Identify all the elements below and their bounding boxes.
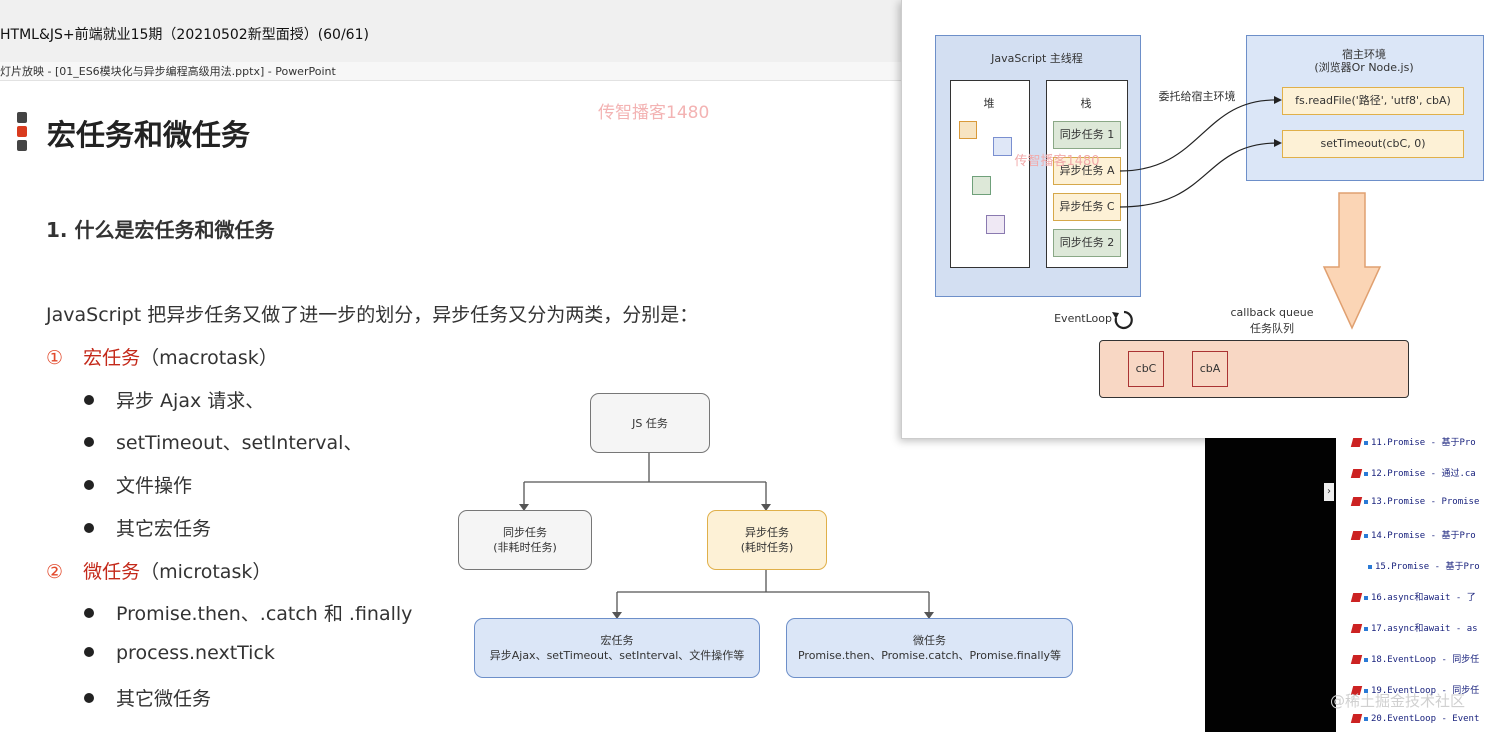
section-heading: 1. 什么是宏任务和微任务 bbox=[46, 218, 275, 242]
title-bar-marker bbox=[17, 112, 27, 123]
micro-number: ② bbox=[46, 561, 64, 583]
list-item[interactable]: 17.async和await - as bbox=[1350, 621, 1478, 634]
queue-item: cbC bbox=[1128, 351, 1164, 387]
heap-label: 堆 bbox=[983, 97, 995, 110]
list-item[interactable]: 20.EventLoop - Event bbox=[1350, 714, 1479, 724]
event-loop-popup[interactable]: JavaScript 主线程 堆 栈 同步任务 1 异步任务 A 异步任务 C … bbox=[901, 0, 1512, 439]
bullet-icon bbox=[84, 692, 94, 703]
title-bar-marker bbox=[17, 140, 27, 151]
list-item[interactable]: 12.Promise - 通过.ca bbox=[1350, 466, 1476, 479]
heap-object bbox=[959, 121, 977, 139]
macro-label: 宏任务 bbox=[83, 347, 141, 369]
host-title: 宿主环境 bbox=[1342, 48, 1386, 61]
bullet-icon bbox=[84, 479, 94, 490]
list-item[interactable]: 13.Promise - Promise bbox=[1350, 497, 1479, 507]
list-item[interactable]: 19.EventLoop - 同步任 bbox=[1350, 683, 1479, 696]
stack-item: 异步任务 C bbox=[1053, 193, 1121, 221]
tree-async: 异步任务(耗时任务) bbox=[707, 510, 827, 570]
micro-sub: （microtask） bbox=[140, 561, 272, 583]
list-item: 文件操作 bbox=[84, 471, 192, 498]
heap-object bbox=[986, 215, 1005, 234]
pencil-icon bbox=[1350, 497, 1363, 506]
list-item[interactable]: 16.async和await - 了 bbox=[1350, 590, 1476, 603]
delegate-label: 委托给宿主环境 bbox=[1158, 90, 1236, 103]
list-item: process.nextTick bbox=[84, 642, 275, 664]
intro-text: JavaScript 把异步任务又做了进一步的划分，异步任务又分为两类，分别是： bbox=[46, 304, 699, 326]
site-watermark: @稀土掘金技术社区 bbox=[1330, 692, 1466, 710]
down-arrow-icon bbox=[1322, 192, 1382, 330]
queue-title: callback queue bbox=[1230, 306, 1314, 319]
host-item: fs.readFile('路径', 'utf8', cbA) bbox=[1282, 87, 1464, 115]
window-subtitle-bar bbox=[0, 62, 905, 81]
list-item: Promise.then、.catch 和 .finally bbox=[84, 599, 412, 626]
pencil-icon bbox=[1350, 714, 1363, 723]
bullet-icon bbox=[84, 436, 94, 447]
list-item: 其它宏任务 bbox=[84, 514, 211, 541]
popup-watermark: 传智播客1480 bbox=[1014, 154, 1100, 169]
queue-item: cbA bbox=[1192, 351, 1228, 387]
pencil-icon bbox=[1350, 624, 1363, 633]
bullet-icon bbox=[84, 522, 94, 533]
list-item[interactable]: 14.Promise - 基于Pro bbox=[1350, 528, 1476, 541]
slide-title: 宏任务和微任务 bbox=[47, 118, 251, 152]
main-thread-title: JavaScript 主线程 bbox=[991, 52, 1083, 65]
heap-box bbox=[950, 80, 1030, 268]
micro-heading: ② 微任务（microtask） bbox=[46, 557, 271, 584]
collapse-handle-icon[interactable]: › bbox=[1324, 483, 1334, 501]
window-subtitle: 灯片放映 - [01_ES6模块化与异步编程高级用法.pptx] - Power… bbox=[0, 65, 336, 78]
pencil-icon bbox=[1350, 531, 1363, 540]
refresh-icon bbox=[1114, 310, 1133, 330]
host-item: setTimeout(cbC, 0) bbox=[1282, 130, 1464, 158]
list-item[interactable]: 15.Promise - 基于Pro bbox=[1368, 559, 1480, 572]
window-title: HTML&JS+前端就业15期（20210502新型面授）(60/61) bbox=[0, 27, 369, 43]
stack-item: 同步任务 1 bbox=[1053, 121, 1121, 149]
video-area bbox=[1205, 438, 1336, 732]
tree-sync: 同步任务(非耗时任务) bbox=[458, 510, 592, 570]
list-item[interactable]: 18.EventLoop - 同步任 bbox=[1350, 652, 1479, 665]
pencil-icon bbox=[1350, 593, 1363, 602]
tree-root: JS 任务 bbox=[590, 393, 710, 453]
pencil-icon bbox=[1350, 469, 1363, 478]
list-item[interactable]: 11.Promise - 基于Pro bbox=[1350, 435, 1476, 448]
pencil-icon bbox=[1350, 655, 1363, 664]
watermark: 传智播客1480 bbox=[598, 103, 710, 123]
popup-connectors bbox=[1112, 96, 1382, 330]
list-item: setTimeout、setInterval、 bbox=[84, 428, 362, 455]
pencil-icon bbox=[1350, 438, 1363, 447]
host-subtitle: (浏览器Or Node.js) bbox=[1314, 61, 1414, 74]
micro-label: 微任务 bbox=[83, 561, 141, 583]
list-item: 异步 Ajax 请求、 bbox=[84, 386, 264, 413]
bullet-icon bbox=[84, 646, 94, 657]
bullet-icon bbox=[84, 394, 94, 405]
list-item: 其它微任务 bbox=[84, 684, 211, 711]
event-loop-label: EventLoop bbox=[1054, 312, 1112, 325]
macro-number: ① bbox=[46, 347, 64, 369]
queue-subtitle: 任务队列 bbox=[1250, 322, 1294, 335]
macro-heading: ① 宏任务（macrotask） bbox=[46, 343, 278, 370]
title-bar-marker-red bbox=[17, 126, 27, 137]
heap-object bbox=[993, 137, 1012, 156]
heap-object bbox=[972, 176, 991, 195]
stack-item: 同步任务 2 bbox=[1053, 229, 1121, 257]
stack-label: 栈 bbox=[1080, 97, 1092, 110]
tree-macro: 宏任务异步Ajax、setTimeout、setInterval、文件操作等 bbox=[474, 618, 760, 678]
macro-sub: （macrotask） bbox=[140, 347, 278, 369]
playlist-panel: 11.Promise - 基于Pro 12.Promise - 通过.ca 13… bbox=[1336, 438, 1512, 732]
bullet-icon bbox=[84, 607, 94, 618]
